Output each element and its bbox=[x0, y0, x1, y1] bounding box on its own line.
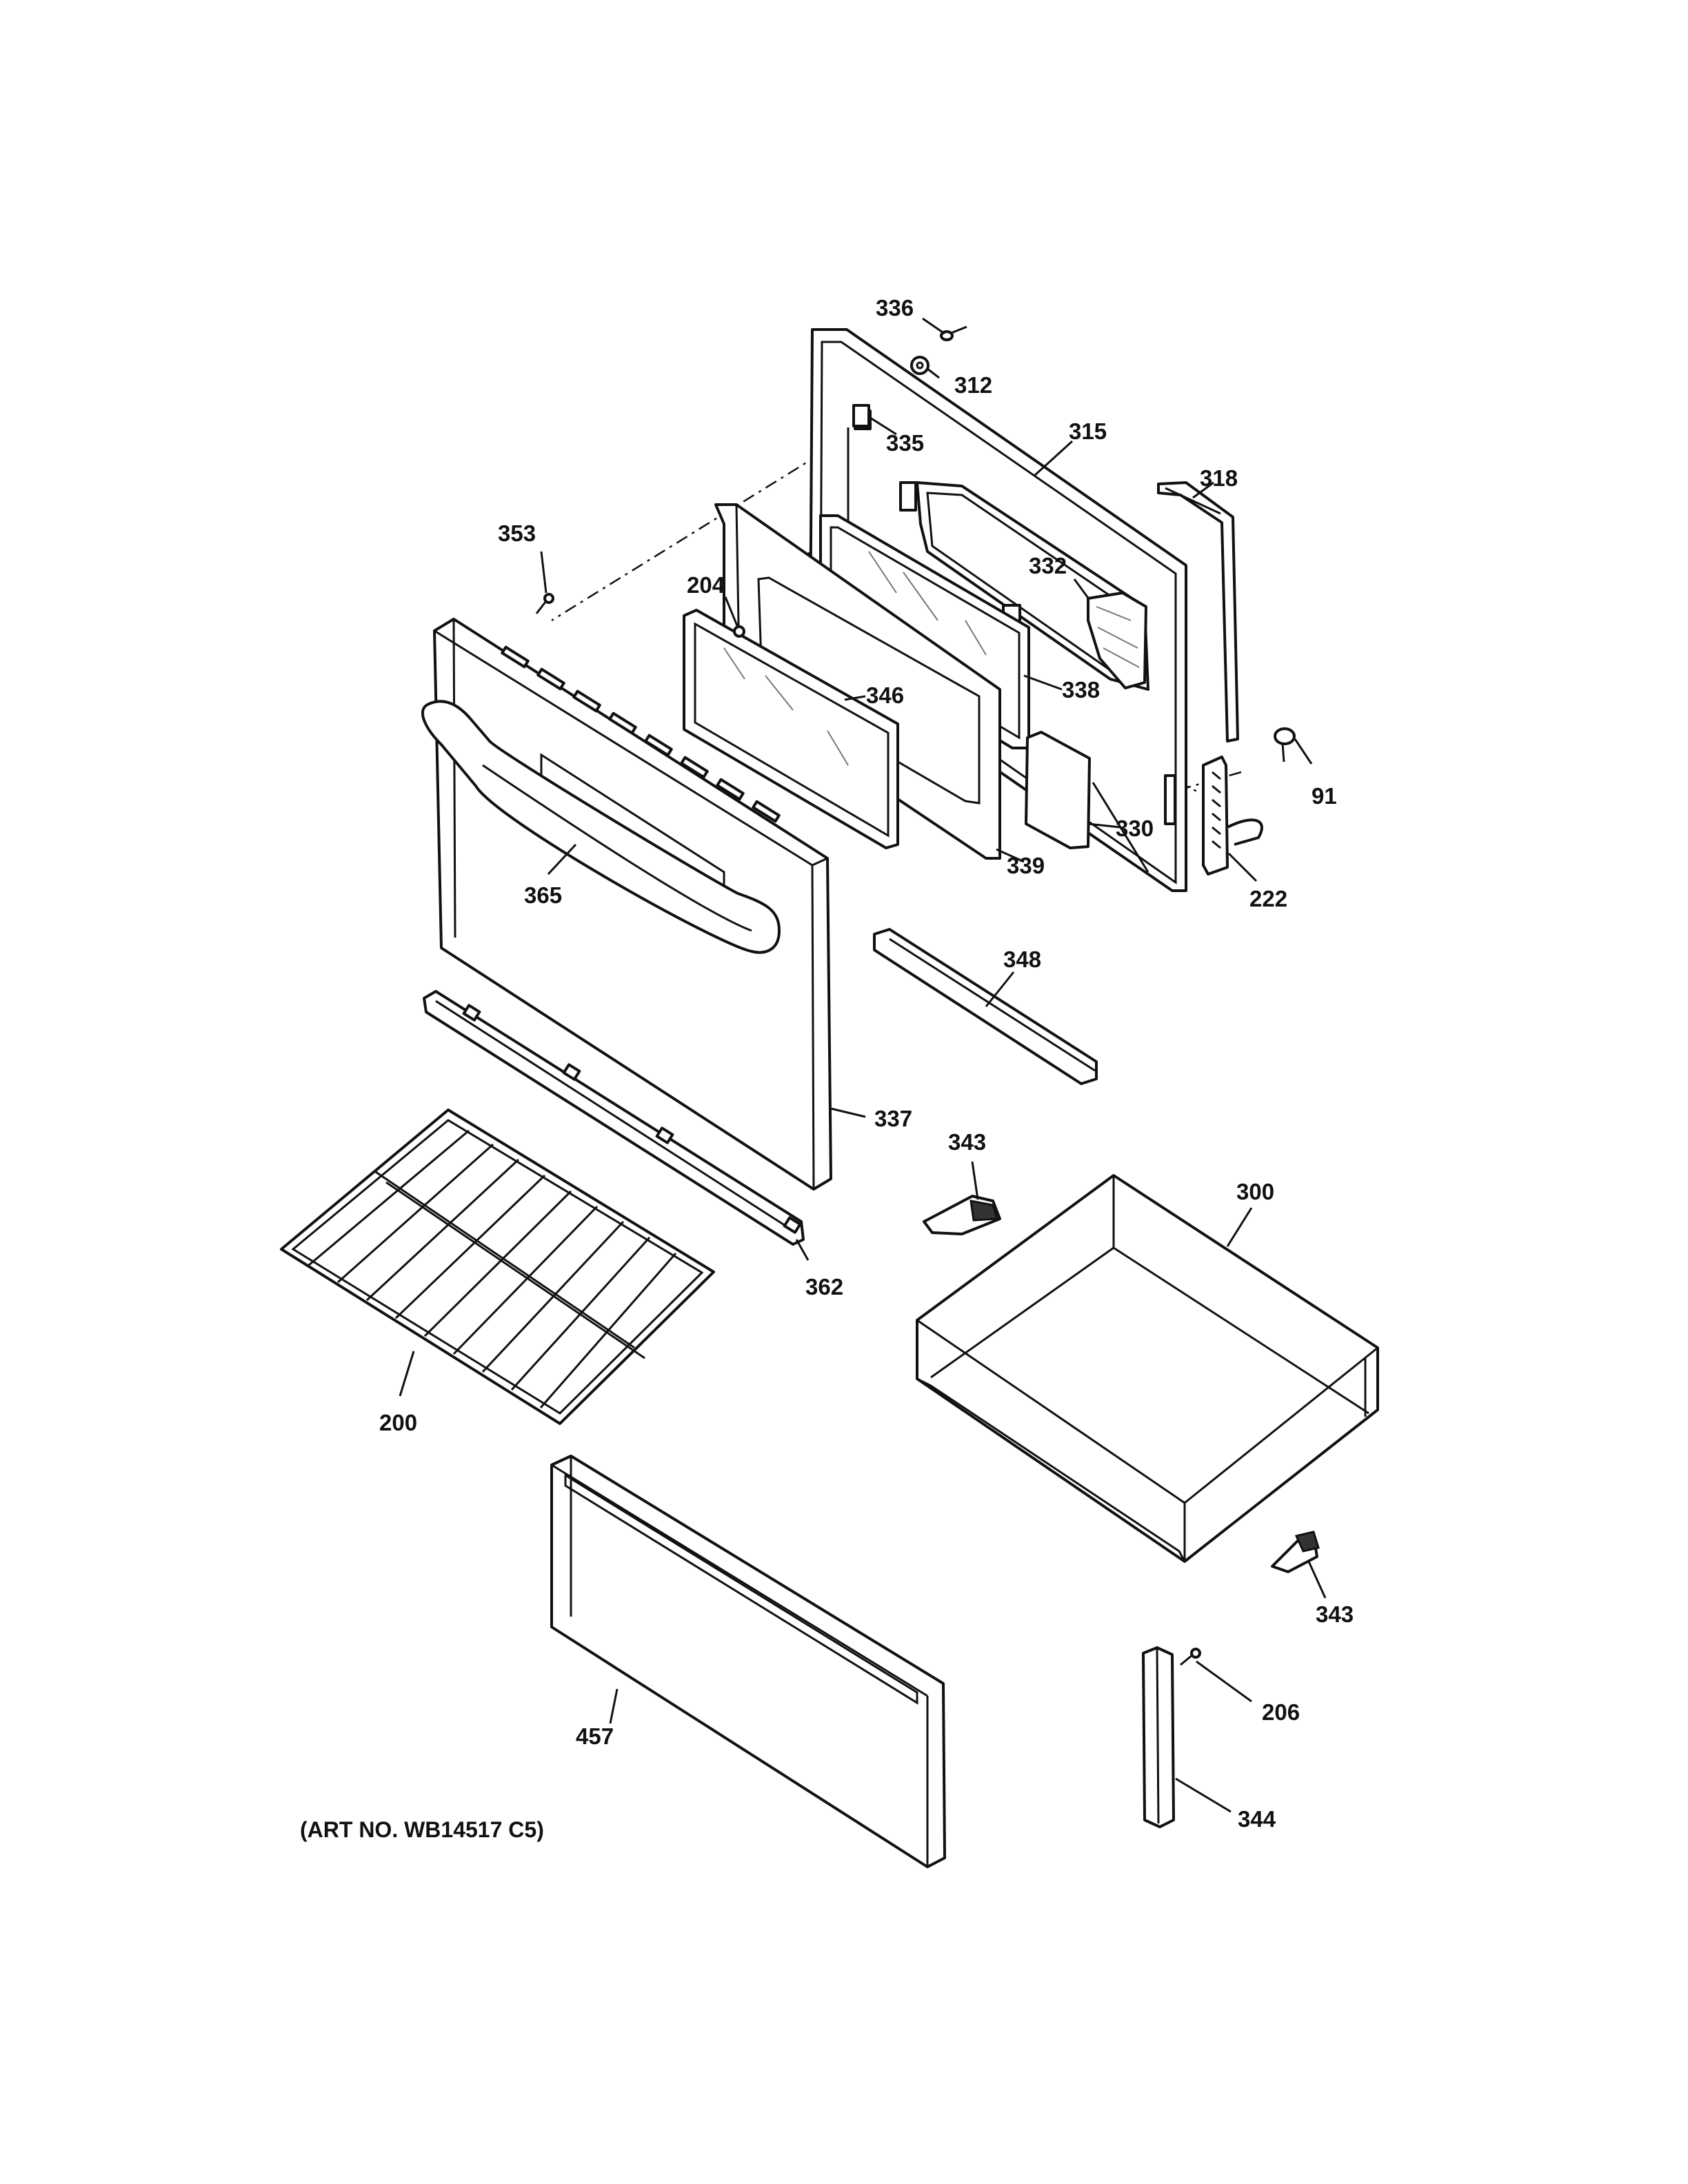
callout-315: 315 bbox=[1069, 418, 1107, 444]
door-gasket-part bbox=[1157, 481, 1239, 742]
door-vent-slots bbox=[501, 645, 781, 823]
callout-343-upper: 343 bbox=[948, 1129, 986, 1155]
screw-336-part bbox=[940, 325, 967, 341]
storage-drawer-part bbox=[916, 1174, 1379, 1563]
outer-glass-panel-part bbox=[683, 609, 899, 849]
callout-348: 348 bbox=[1003, 947, 1041, 972]
callout-91: 91 bbox=[1312, 783, 1337, 809]
drawer-bracket-lower-part bbox=[1271, 1530, 1320, 1573]
screw-91-part bbox=[1274, 727, 1296, 762]
rack-wires bbox=[308, 1129, 677, 1408]
door-bottom-trim-part bbox=[423, 990, 805, 1246]
art-number-label: (ART NO. WB14517 C5) bbox=[300, 1817, 544, 1842]
callout-222: 222 bbox=[1249, 886, 1287, 911]
callout-365: 365 bbox=[524, 882, 562, 908]
callout-336: 336 bbox=[876, 295, 914, 321]
screw-206-part bbox=[1180, 1648, 1201, 1666]
callout-332: 332 bbox=[1029, 553, 1067, 578]
callout-353: 353 bbox=[498, 520, 536, 546]
callout-206: 206 bbox=[1262, 1699, 1300, 1725]
leader-lines bbox=[399, 317, 1327, 1813]
screw-204-part bbox=[733, 625, 745, 638]
insulation-block-part bbox=[1087, 592, 1147, 689]
callout-457: 457 bbox=[576, 1723, 614, 1749]
callout-338: 338 bbox=[1062, 677, 1100, 702]
clip-335-part bbox=[852, 404, 870, 427]
callout-362: 362 bbox=[805, 1274, 843, 1300]
callout-344: 344 bbox=[1238, 1806, 1276, 1832]
callout-339: 339 bbox=[1007, 853, 1045, 878]
callout-300: 300 bbox=[1236, 1179, 1274, 1204]
callout-318: 318 bbox=[1200, 465, 1238, 491]
outer-door-panel-part bbox=[433, 618, 832, 1191]
drawer-bracket-upper-part bbox=[923, 1195, 1001, 1235]
door-handle-part bbox=[421, 700, 781, 954]
drawer-front-panel-part bbox=[550, 1455, 946, 1868]
callout-330: 330 bbox=[1116, 816, 1154, 841]
washer-312-part bbox=[910, 356, 930, 375]
callout-200: 200 bbox=[379, 1410, 417, 1435]
callout-312: 312 bbox=[954, 372, 992, 398]
callout-337: 337 bbox=[874, 1106, 912, 1131]
callout-204: 204 bbox=[687, 572, 725, 598]
callout-labels: 336 312 335 315 318 353 204 332 338 346 … bbox=[379, 295, 1354, 1832]
callout-346: 346 bbox=[866, 682, 904, 708]
callout-335: 335 bbox=[886, 430, 924, 456]
hinge-part bbox=[1202, 756, 1263, 876]
callout-343-lower: 343 bbox=[1316, 1601, 1354, 1627]
screw-353-part bbox=[535, 593, 554, 614]
drawer-side-rail-part bbox=[1142, 1646, 1175, 1828]
support-rail-part bbox=[873, 928, 1098, 1085]
oven-rack-part bbox=[280, 1109, 715, 1425]
